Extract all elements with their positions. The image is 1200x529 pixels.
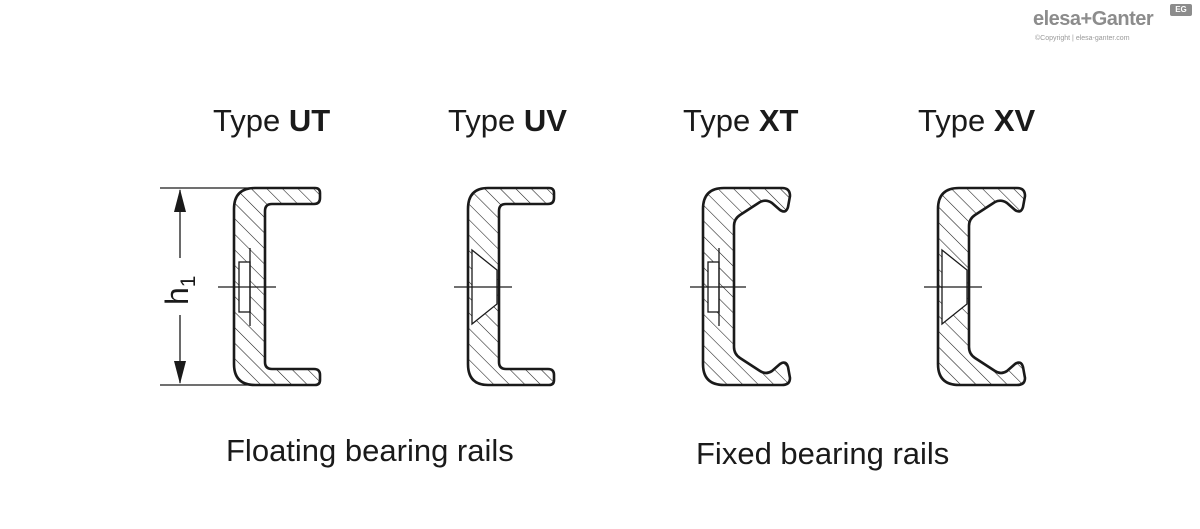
brand-mark: EG: [1170, 4, 1192, 16]
arrow-down: [174, 361, 186, 384]
dimension-label: h1: [159, 276, 200, 305]
type-code: UV: [523, 103, 567, 138]
dimension-main: h: [159, 287, 195, 305]
profile-ut: [218, 186, 322, 387]
profile-xt-section: [701, 186, 792, 387]
type-label-ut: Type UT: [213, 103, 330, 139]
profile-uv: [454, 186, 556, 387]
caption-fixed-bearing-rails: Fixed bearing rails: [696, 436, 950, 471]
type-code: XT: [758, 103, 799, 138]
type-code: UT: [288, 103, 331, 138]
type-label-xv: Type XV: [918, 103, 1035, 139]
profile-xv: [924, 186, 1027, 387]
type-code: XV: [993, 103, 1036, 138]
profile-xv-section: [936, 186, 1027, 387]
brand-copyright: ©Copyright | elesa-ganter.com: [1035, 35, 1130, 42]
dimension-h1: h1: [159, 187, 254, 386]
type-label-xt: Type XT: [683, 103, 798, 139]
type-prefix: Type: [683, 103, 751, 138]
profile-ut-section: [232, 186, 322, 387]
brand-logo: elesa+Ganter EG ©Copyright | elesa-gante…: [1033, 4, 1193, 48]
type-prefix: Type: [213, 103, 281, 138]
caption-floating-bearing-rails: Floating bearing rails: [226, 433, 514, 468]
arrow-up: [174, 189, 186, 212]
profile-uv-section: [466, 186, 556, 387]
type-prefix: Type: [448, 103, 516, 138]
dimension-sub: 1: [177, 276, 200, 288]
brand-name: elesa+Ganter: [1033, 8, 1154, 30]
type-prefix: Type: [918, 103, 986, 138]
type-label-uv: Type UV: [448, 103, 567, 139]
profile-xt: [690, 186, 792, 387]
